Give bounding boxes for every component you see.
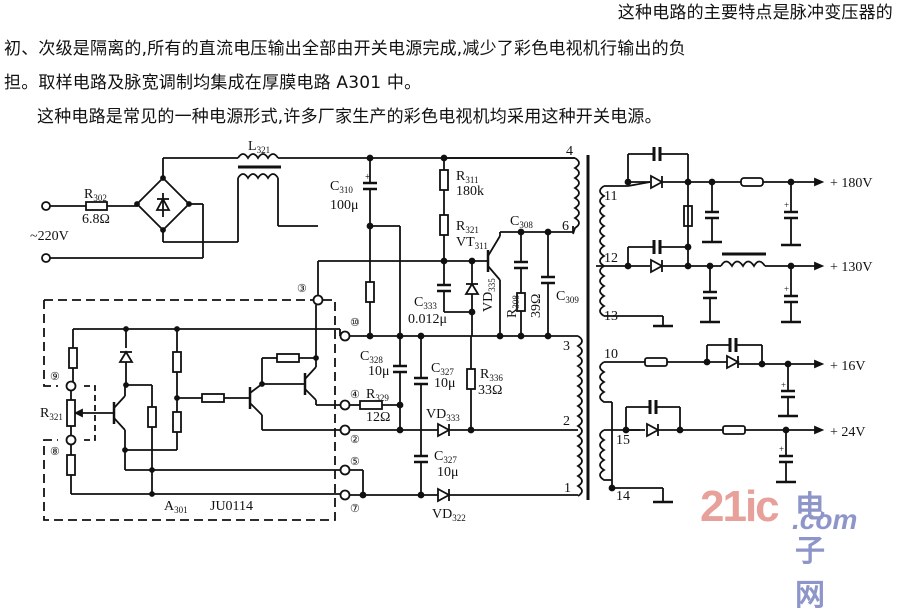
output-16v: + + 16V: [628, 338, 866, 418]
c328-label: C328: [360, 349, 383, 365]
c309-label: C309: [556, 289, 579, 305]
svg-text:+: +: [365, 172, 371, 183]
diode-vd322: [437, 487, 451, 503]
c310-label: C310: [330, 179, 353, 195]
tap-11: 11: [604, 189, 617, 204]
svg-text:③: ③: [297, 283, 307, 295]
primary-windings: 4 6 3 2 1: [345, 144, 583, 497]
ac-input: R302 6.8Ω ~220V: [30, 187, 204, 263]
c333-value: 0.012μ: [408, 312, 447, 327]
resistor-r321: [439, 214, 449, 236]
tap-2: 2: [563, 414, 570, 429]
output-24v-label: + 24V: [830, 425, 866, 440]
capacitor-c310: + C310 100μ: [330, 154, 401, 336]
pin-9: [65, 380, 77, 392]
c327b-label: C327: [434, 449, 457, 465]
paragraph-2: 初、次级是隔离的,所有的直流电压输出全部由开关电源完成,减少了彩色电视机行输出的…: [4, 39, 687, 59]
c327b-value: 10μ: [437, 465, 459, 480]
svg-text:+: +: [781, 380, 786, 390]
module-a301: ③ ⑩ ⑨ ④ ② ⑧ ⑤ ⑦ A301 JU0114 R321: [40, 283, 360, 521]
tap-10: 10: [604, 347, 618, 362]
a301-model: JU0114: [210, 499, 253, 514]
r321a-label: R321: [456, 219, 479, 235]
c327a-label: C327: [431, 361, 454, 377]
paragraph-4: 这种电路是常见的一种电源形式,许多厂家生产的彩色电视机均采用这种开关电源。: [37, 107, 662, 127]
r311-label: R311: [456, 169, 479, 185]
a301-label: A301: [164, 499, 188, 515]
output-130v-label: + 130V: [830, 260, 873, 275]
pin-3: [312, 294, 324, 306]
tap-12: 12: [604, 251, 618, 266]
svg-text:⑨: ⑨: [50, 371, 60, 383]
r308-label: R308: [505, 295, 521, 318]
ac-terminal-bottom: [41, 253, 51, 263]
start-resistors: R311 180k R321 VT311: [317, 154, 488, 300]
watermark-cn: 电子网: [795, 491, 825, 612]
tap-6: 6: [562, 219, 569, 234]
svg-text:⑧: ⑧: [50, 446, 60, 458]
svg-text:⑤: ⑤: [350, 456, 360, 468]
tap-15: 15: [616, 433, 630, 448]
output-180v: + + 180V: [624, 147, 873, 266]
vd333-label: VD333: [426, 407, 460, 423]
r329-value: 12Ω: [366, 410, 390, 425]
tap-13: 13: [604, 309, 618, 324]
output-16v-label: + 16V: [830, 359, 866, 374]
resistor-r302: [85, 201, 108, 211]
paragraph-3: 担。取样电路及脉宽调制均集成在厚膜电路 A301 中。: [4, 73, 422, 93]
ac-terminal-top: [41, 201, 51, 211]
c310-value: 100μ: [330, 198, 359, 213]
transistor-vt311: R308: [486, 231, 573, 336]
c333-label: C333: [414, 295, 437, 311]
vt311-label: VT311: [456, 235, 488, 251]
r302-label: R302: [84, 187, 107, 203]
svg-text:+: +: [779, 444, 784, 454]
svg-text:+: +: [784, 284, 789, 294]
resistor-r311: [439, 169, 449, 191]
r336-label: R336: [480, 367, 503, 383]
c327a-value: 10μ: [434, 376, 456, 391]
svg-text:②: ②: [350, 434, 360, 446]
paragraph-1: 这种电路的主要特点是脉冲变压器的: [617, 3, 893, 23]
svg-text:+: +: [784, 200, 789, 210]
pin-8: [65, 434, 77, 446]
vd322-label: VD322: [432, 507, 466, 523]
circuit-schematic: R302 6.8Ω ~220V L321: [30, 139, 873, 523]
tap-4: 4: [566, 144, 573, 159]
r308-value: 39Ω: [529, 294, 544, 318]
input-voltage-label: ~220V: [30, 229, 69, 244]
vd335-label: VD335: [481, 278, 497, 312]
pin-7: [339, 489, 351, 501]
pin-5: [339, 464, 351, 476]
tap-3: 3: [563, 339, 570, 354]
r321b-label: R321: [40, 406, 63, 422]
pin-10: [339, 330, 351, 342]
resistor-r336: [466, 368, 476, 390]
watermark-domain: .com: [792, 504, 858, 535]
c328-value: 10μ: [368, 364, 390, 379]
output-180v-label: + 180V: [830, 176, 873, 191]
feedback-section: C328 10μ C327 10μ C327 10μ R336 33Ω VD33…: [345, 332, 503, 523]
svg-text:⑩: ⑩: [350, 317, 360, 329]
r311-value: 180k: [456, 184, 484, 199]
watermark-brand: 21ic: [700, 482, 780, 531]
svg-text:⑦: ⑦: [350, 503, 360, 515]
tap-14: 14: [616, 489, 630, 504]
r336-value: 33Ω: [478, 383, 502, 398]
svg-text:④: ④: [350, 389, 360, 401]
snubber-c333-vd335: C333 0.012μ VD335: [408, 261, 497, 336]
pin-2: [339, 424, 351, 436]
tap-1: 1: [564, 481, 571, 496]
l321-label: L321: [248, 139, 270, 155]
output-24v: + + 24V: [622, 400, 866, 484]
c308-label: C308: [510, 214, 533, 230]
c308-r308-c309: 39Ω C308 C309: [510, 214, 579, 336]
pin-4: [339, 399, 351, 411]
output-130v: + + 130V: [624, 240, 873, 324]
bridge-rectifier: [134, 157, 238, 243]
diode-vd333: [437, 422, 451, 438]
r302-value: 6.8Ω: [82, 212, 110, 227]
r329-label: R329: [366, 387, 389, 403]
secondary-windings: 11 12 13 10 15 14: [596, 185, 673, 504]
